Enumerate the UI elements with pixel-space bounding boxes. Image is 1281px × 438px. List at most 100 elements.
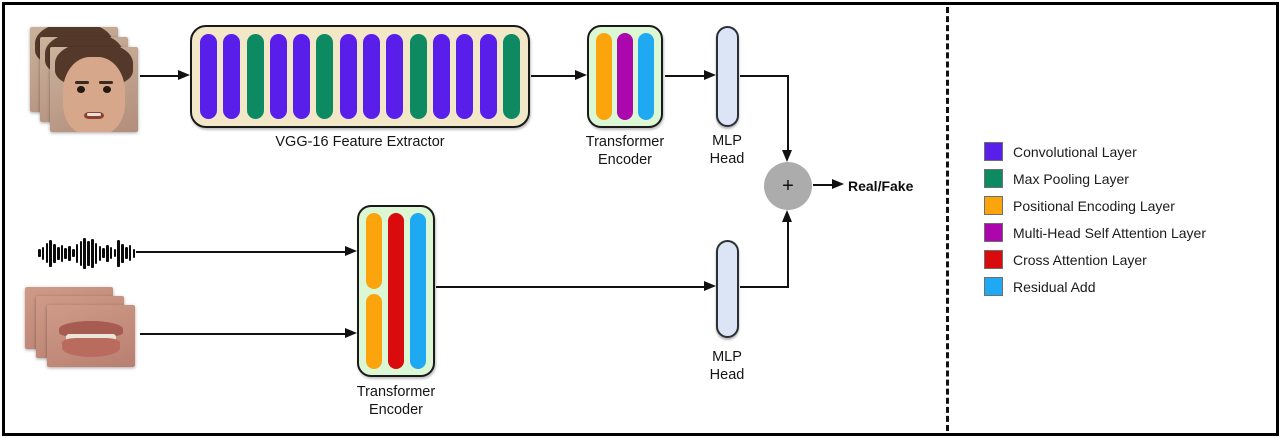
arrow-audio-to-encoder	[136, 251, 345, 253]
vgg-bar-convolutional	[456, 34, 474, 119]
multi_head_self_attention-swatch	[984, 223, 1003, 242]
upper-lip	[59, 321, 123, 338]
legend-label: Max Pooling Layer	[1013, 170, 1129, 187]
lower-lip	[61, 338, 121, 358]
arrowhead-into-fusion-top	[782, 150, 792, 162]
vgg16-block	[190, 25, 530, 128]
arrow-face-to-vgg	[140, 75, 180, 77]
face-teeth	[86, 113, 102, 117]
plus-icon: +	[782, 174, 794, 197]
legend-item: Residual Add	[984, 277, 1206, 296]
arrowhead-encoder-to-mlp-audiovisual	[704, 281, 716, 291]
vgg-bar-convolutional	[479, 34, 497, 119]
teeth	[66, 333, 116, 341]
label-line: Head	[709, 151, 745, 167]
arrowhead-encoder-to-mlp-visual	[704, 70, 716, 80]
waveform-bar	[102, 248, 105, 258]
waveform-bar	[113, 249, 117, 257]
face-brow-left	[74, 81, 89, 84]
waveform-bar	[64, 247, 68, 259]
mlp-head-visual	[716, 26, 739, 127]
legend-label: Positional Encoding Layer	[1013, 197, 1175, 214]
residual-add-bar	[410, 213, 426, 369]
mlp-head-visual-label: MLP Head	[697, 132, 757, 168]
mlp-head-audiovisual	[716, 240, 739, 338]
label-line: Encoder	[368, 402, 423, 418]
transformer-encoder-audiovisual-label: Transformer Encoder	[346, 383, 446, 419]
waveform-bar	[60, 244, 64, 262]
label-line: Encoder	[597, 152, 652, 168]
positional-encoding-bar	[366, 213, 382, 289]
convolutional-swatch	[984, 142, 1003, 161]
arrowhead-face-to-vgg	[178, 70, 190, 80]
waveform-bar	[75, 243, 79, 263]
waveform-bar	[56, 246, 60, 260]
cross-attention-bar	[388, 213, 404, 369]
arrowhead-audio-to-encoder	[345, 246, 357, 256]
vgg-bar-convolutional	[363, 34, 381, 119]
line-fusion-to-output	[813, 184, 833, 186]
waveform-bar	[98, 245, 102, 261]
positional_encoding-swatch	[984, 196, 1003, 215]
waveform-bar	[72, 249, 75, 257]
transformer-encoder-audiovisual	[357, 205, 435, 377]
vgg-bar-max_pooling	[409, 34, 427, 119]
line-mlp-audiovisual-out	[740, 286, 789, 288]
positional-encoding-bar	[596, 33, 612, 120]
face-brow-right	[99, 81, 114, 84]
cross_attention-swatch	[984, 250, 1003, 269]
legend-item: Positional Encoding Layer	[984, 196, 1206, 215]
vgg-bar-convolutional	[223, 34, 241, 119]
audio-waveform-icon	[38, 235, 136, 271]
label-line: MLP	[712, 349, 742, 365]
waveform-bar	[83, 237, 86, 269]
vgg-bar-convolutional	[432, 34, 450, 119]
waveform-bar	[124, 247, 128, 259]
legend-item: Convolutional Layer	[984, 142, 1206, 161]
waveform-bar	[79, 240, 83, 266]
legend-label: Residual Add	[1013, 278, 1096, 295]
vgg-bar-max_pooling	[316, 34, 334, 119]
lip-frame-front	[47, 305, 135, 367]
waveform-bar	[90, 238, 94, 268]
vgg-bar-max_pooling	[502, 34, 520, 119]
face-frame-front	[50, 47, 138, 132]
face-eye-right	[102, 86, 111, 93]
waveform-bar	[117, 239, 120, 267]
transformer-encoder-visual-label: Transformer Encoder	[577, 133, 673, 169]
line-mlp-visual-down	[787, 75, 789, 151]
max_pooling-swatch	[984, 169, 1003, 188]
arrow-encoder-to-mlp-visual	[665, 75, 704, 77]
waveform-bar	[45, 243, 49, 263]
waveform-bar	[106, 244, 109, 262]
waveform-bar	[41, 246, 45, 260]
vgg-bar-convolutional	[386, 34, 404, 119]
vgg-bar-convolutional	[339, 34, 357, 119]
vgg16-label: VGG-16 Feature Extractor	[275, 134, 445, 150]
vgg-bar-convolutional	[293, 34, 311, 119]
multi-head-self-attention-bar	[617, 33, 633, 120]
output-label: Real/Fake	[848, 178, 914, 194]
arrowhead-vgg-to-encoder	[575, 70, 587, 80]
arrow-lips-to-encoder	[140, 333, 345, 335]
waveform-bar	[53, 243, 56, 263]
label-line: Head	[709, 367, 745, 383]
legend-item: Multi-Head Self Attention Layer	[984, 223, 1206, 242]
mlp-head-audiovisual-label: MLP Head	[697, 348, 757, 384]
arrowhead-lips-to-encoder	[345, 328, 357, 338]
label-line: MLP	[712, 133, 742, 149]
legend-item: Cross Attention Layer	[984, 250, 1206, 269]
waveform-bar	[121, 243, 124, 263]
face-eye-left	[77, 86, 86, 93]
fusion-add-node: +	[764, 162, 812, 210]
residual_add-swatch	[984, 277, 1003, 296]
waveform-bar	[68, 245, 71, 261]
waveform-bar	[38, 249, 41, 257]
line-mlp-audiovisual-up	[787, 222, 789, 287]
legend-label: Convolutional Layer	[1013, 143, 1137, 160]
waveform-bar	[132, 248, 136, 258]
positional-encoding-column	[366, 213, 382, 369]
